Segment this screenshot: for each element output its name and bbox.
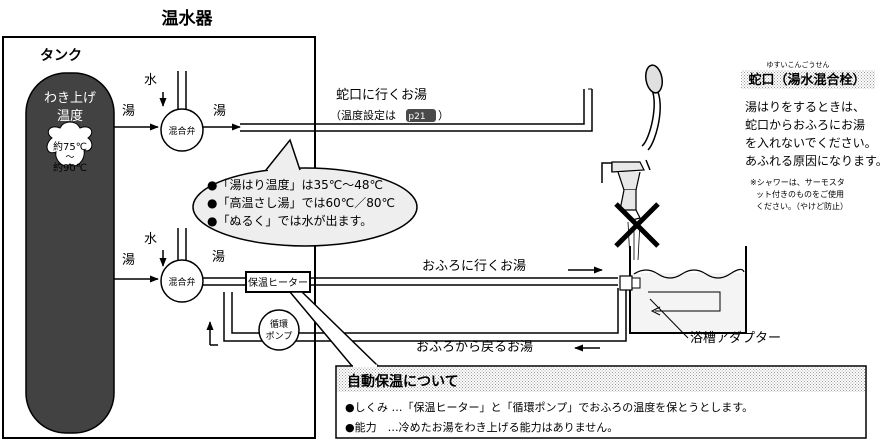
faucet-small-note-2: ット付きのものをご使用 <box>756 189 844 199</box>
pump-label-2: ポンプ <box>266 331 293 342</box>
temperature-bubble: ●「湯はり温度」は35℃～48℃ ●「高温さし湯」では60℃／80℃ ●「ぬるく… <box>192 138 418 247</box>
from-bath-label: おふろから戻るお湯 <box>416 340 533 355</box>
faucet-note-1: 湯はりをするときは、 <box>745 100 865 114</box>
bath-adapter <box>619 275 633 291</box>
bath-adapter-inner <box>631 277 641 289</box>
temperature-badge: 約75℃ ～ 約90℃ <box>46 121 93 174</box>
circulation-pump <box>258 309 300 351</box>
hot-out-label-bottom: 湯 <box>212 250 225 265</box>
mixing-valve-top-label: 混合弁 <box>168 125 195 137</box>
hot-out-label-top: 湯 <box>213 104 226 119</box>
adapter-leader <box>649 298 689 339</box>
tank-heat-label-1: わき上げ <box>44 91 96 106</box>
prohibited-x-icon <box>614 202 660 248</box>
heater-title: 温水器 <box>162 8 214 29</box>
mixing-valve-bottom <box>160 259 204 303</box>
to-bath-label: おふろに行くお湯 <box>422 259 526 274</box>
faucet-note-2: 蛇口からおふろにお湯 <box>745 117 865 132</box>
water-label-bottom: 水 <box>144 232 157 247</box>
page-ref-badge <box>406 109 436 122</box>
bath-flow-inner <box>648 291 721 312</box>
faucet-small-note-1: ※シャワーは、サーモスタ <box>750 178 845 187</box>
faucet-ruby: ゆすいこんごうせん <box>767 60 830 69</box>
temp-tilde: ～ <box>65 153 74 163</box>
mixing-valve-top <box>160 108 204 152</box>
bubble-line-2: ●「高温さし湯」では60℃／80℃ <box>207 195 395 210</box>
water-label-top: 水 <box>144 73 157 88</box>
mixing-valve-bottom-label: 混合弁 <box>168 276 195 288</box>
return-pipe <box>223 288 627 342</box>
keep-warm-heater-label: 保温ヒーター <box>248 276 308 289</box>
faucet-small-note-3: ください。（やけど防止） <box>756 201 848 211</box>
faucet-icon <box>588 64 663 261</box>
bubble-line-3: ●「ぬるく」では水が出ます。 <box>207 213 372 228</box>
temp-value-1: 約75℃ <box>53 140 87 153</box>
pump-label-1: 循環 <box>270 318 288 330</box>
faucet-title-box <box>741 70 875 89</box>
tank-label: タンク <box>40 48 82 64</box>
auto-keep-line-2: ●能力 …冷めたお湯をわき上げる能力はありません。 <box>345 420 618 434</box>
bath-adapter-label: 浴槽アダプター <box>690 331 781 346</box>
temp-setting-prefix: （温度設定は <box>330 108 396 122</box>
faucet-note-3: を入れないでください。 <box>745 136 877 150</box>
hot-in-label-bottom: 湯 <box>122 253 135 268</box>
keep-warm-heater <box>245 271 311 293</box>
faucet-note-4: あふれる原因になります。 <box>745 154 888 168</box>
faucet-pipe <box>240 89 593 132</box>
auto-keep-title-bar <box>337 367 865 392</box>
faucet-title: 蛇口（湯水混合栓） <box>748 72 865 88</box>
temp-value-2: 約90℃ <box>53 161 87 174</box>
tank-heat-label-2: 温度 <box>57 108 83 124</box>
temp-setting-suffix: ） <box>438 109 449 122</box>
hot-in-label-top: 湯 <box>122 104 135 119</box>
auto-keep-title: 自動保温について <box>347 373 459 390</box>
tank-column <box>25 72 115 434</box>
bathtub <box>619 246 747 334</box>
to-faucet-label: 蛇口に行くお湯 <box>336 88 427 103</box>
auto-keep-line-1: ●しくみ …「保温ヒーター」と「循環ポンプ」でおふろの温度を保とうとします。 <box>345 400 753 414</box>
bubble-line-1: ●「湯はり温度」は35℃～48℃ <box>207 177 383 192</box>
page-ref-text: p21 <box>408 112 425 122</box>
